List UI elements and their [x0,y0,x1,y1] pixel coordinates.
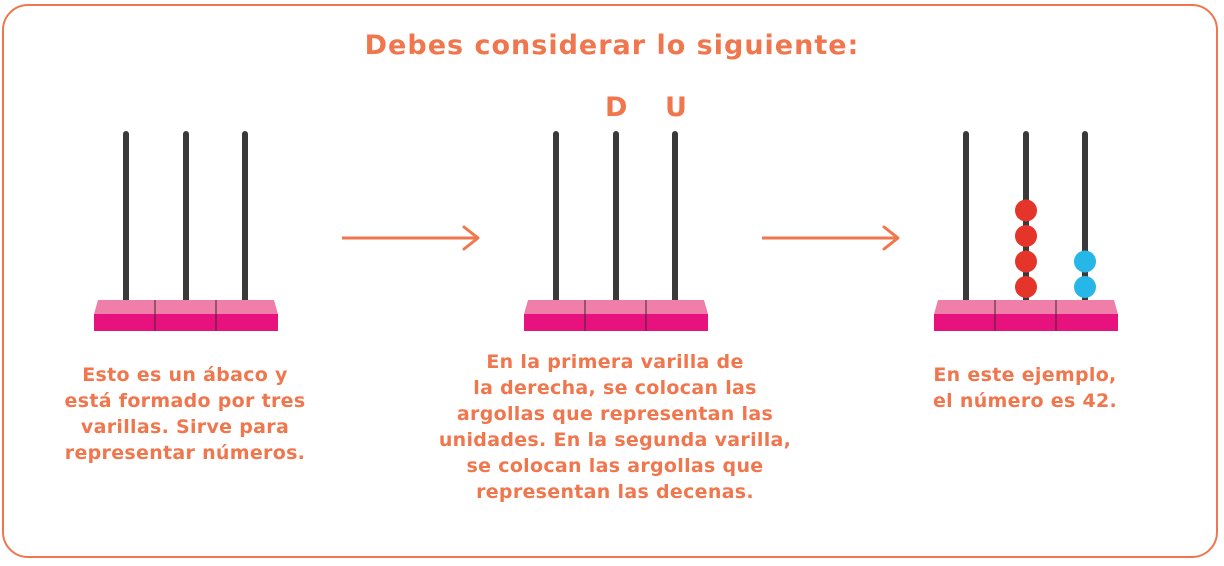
tens-bead [1015,250,1037,273]
units-bead [1074,250,1096,273]
abacus-base-front [934,314,1118,331]
abacus-base-top [524,300,708,314]
tens-bead [1015,199,1037,222]
abacus-base-front [524,314,708,331]
page-title: Debes considerar lo siguiente: [364,30,860,61]
content-frame [2,4,1218,558]
arrow-right-icon [342,225,480,251]
abacus-base-top [934,300,1118,314]
arrow-right-icon [762,225,900,251]
abacus-example-42 [934,131,1118,331]
abacus-empty [94,131,278,331]
tens-bead [1015,276,1037,298]
tens-label: D [605,92,628,123]
caption-abacus-intro: Esto es un ábaco y está formado por tres… [64,364,306,464]
units-label: U [665,92,687,123]
abacus-base-top [94,300,278,314]
abacus-labeled [524,131,708,331]
units-bead [1074,276,1096,298]
caption-place-values: En la primera varilla de la derecha, se … [438,351,792,503]
tens-bead [1015,225,1037,247]
abacus-base-front [94,314,278,331]
caption-example: En este ejemplo, el número es 42. [932,364,1118,412]
